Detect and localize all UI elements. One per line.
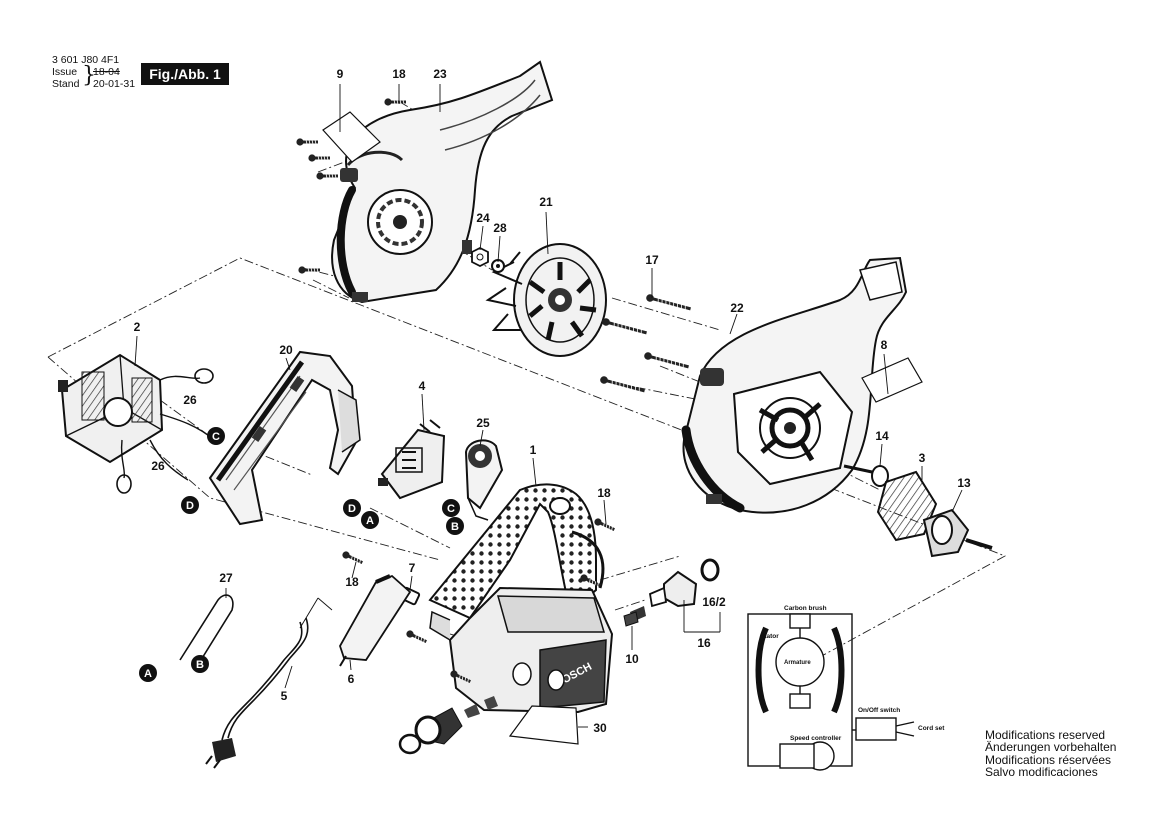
part-number: 10 [625, 652, 639, 666]
note-line: Salvo modificaciones [985, 765, 1098, 780]
part-number: 1 [530, 443, 537, 457]
part-number: 21 [539, 195, 553, 209]
svg-text:D: D [186, 500, 194, 512]
part-number: 16/2 [702, 595, 726, 609]
brush-10 [623, 611, 639, 627]
part-number: 4 [419, 379, 426, 393]
part-number: 5 [281, 689, 288, 703]
figure-label: Fig./Abb. 1 [141, 63, 229, 85]
part-number: 28 [493, 221, 507, 235]
carbon-brush-label: Carbon brush [784, 605, 827, 612]
part-number: 17 [645, 253, 659, 267]
speed-controller [464, 439, 504, 521]
note-line: Modifications réservées [985, 752, 1112, 767]
blower-housing-upper [331, 60, 554, 304]
handle-frame [208, 350, 361, 526]
cord-sleeve [339, 574, 412, 667]
part-number: 24 [476, 211, 490, 225]
blower-housing-lower [681, 256, 908, 514]
stator-label: Stator [760, 633, 779, 640]
stator [58, 353, 214, 494]
connector-marker: A [361, 511, 379, 529]
part-number: 26 [151, 459, 165, 473]
part-number: 2 [134, 320, 141, 334]
part-number: 3 [919, 451, 926, 465]
power-cord [205, 617, 309, 769]
on-off-switch [378, 419, 446, 500]
label-sticker-8 [861, 357, 923, 403]
nozzle-assembly [630, 558, 720, 622]
label-plate-30 [508, 705, 579, 745]
svg-text:A: A [366, 515, 374, 527]
part-number: 8 [881, 338, 888, 352]
svg-text:B: B [451, 521, 459, 533]
leader-lines [134, 84, 963, 728]
svg-text:D: D [348, 503, 356, 515]
stand-label: Stand [52, 78, 80, 90]
motor-housing: BOSCH [428, 483, 614, 714]
part-number: 14 [875, 429, 889, 443]
part-number: 30 [593, 721, 607, 735]
connector-marker: C [207, 427, 225, 445]
part-number: 18 [345, 575, 359, 589]
note-line: Modifications reserved [985, 728, 1106, 742]
nut-24 [471, 246, 489, 268]
onoff-switch-label: On/Off switch [858, 707, 900, 714]
svg-text:A: A [144, 668, 152, 680]
stand-date: 20-01-31 [93, 78, 136, 90]
fan-impeller [485, 243, 607, 357]
label-sticker-9 [322, 111, 381, 163]
part-code: 3 601 J80 4F1 [52, 54, 120, 66]
part-number: 18 [597, 486, 611, 500]
connector-marker: D [181, 496, 199, 514]
part-number: 9 [337, 67, 344, 81]
part-number: 25 [476, 416, 490, 430]
svg-text:C: C [447, 503, 455, 515]
wiring-labels: Carbon brush Stator Armature On/Off swit… [760, 605, 945, 742]
part-number: 26 [183, 393, 197, 407]
connector-marker: B [191, 655, 209, 673]
part-number-labels: 9 18 23 24 28 21 17 22 8 2 20 26 26 4 25… [134, 67, 971, 735]
armature-label: Armature [784, 660, 811, 666]
brace-icon: } [82, 63, 96, 88]
connector-markers: C D D A C B A B [139, 427, 464, 682]
part-number: 23 [433, 67, 447, 81]
part-number: 18 [392, 67, 406, 81]
connector-marker: A [139, 664, 157, 682]
part-number: 7 [409, 561, 416, 575]
note-line: Änderungen vorbehalten [985, 740, 1117, 755]
part-number: 16 [697, 636, 711, 650]
part-number: 6 [348, 672, 355, 686]
connector-marker: D [343, 499, 361, 517]
svg-text:C: C [212, 431, 220, 443]
issue-label: Issue [52, 66, 78, 78]
modifications-note: Modifications reserved Änderungen vorbeh… [985, 729, 1116, 779]
part-number: 20 [279, 343, 293, 357]
speed-knob [398, 696, 498, 755]
issue-date: 18-04 [93, 66, 120, 78]
part-number: 27 [219, 571, 233, 585]
part-number: 13 [957, 476, 971, 490]
connector-marker: C [442, 499, 460, 517]
part-number: 22 [730, 301, 744, 315]
svg-text:B: B [196, 659, 204, 671]
connector-marker: B [446, 517, 464, 535]
armature [843, 464, 993, 558]
wiring-diagram [747, 613, 915, 771]
speed-controller-label: Speed controller [790, 735, 842, 742]
cord-set-label: Cord set [918, 725, 945, 732]
jumper-wire [179, 594, 234, 669]
